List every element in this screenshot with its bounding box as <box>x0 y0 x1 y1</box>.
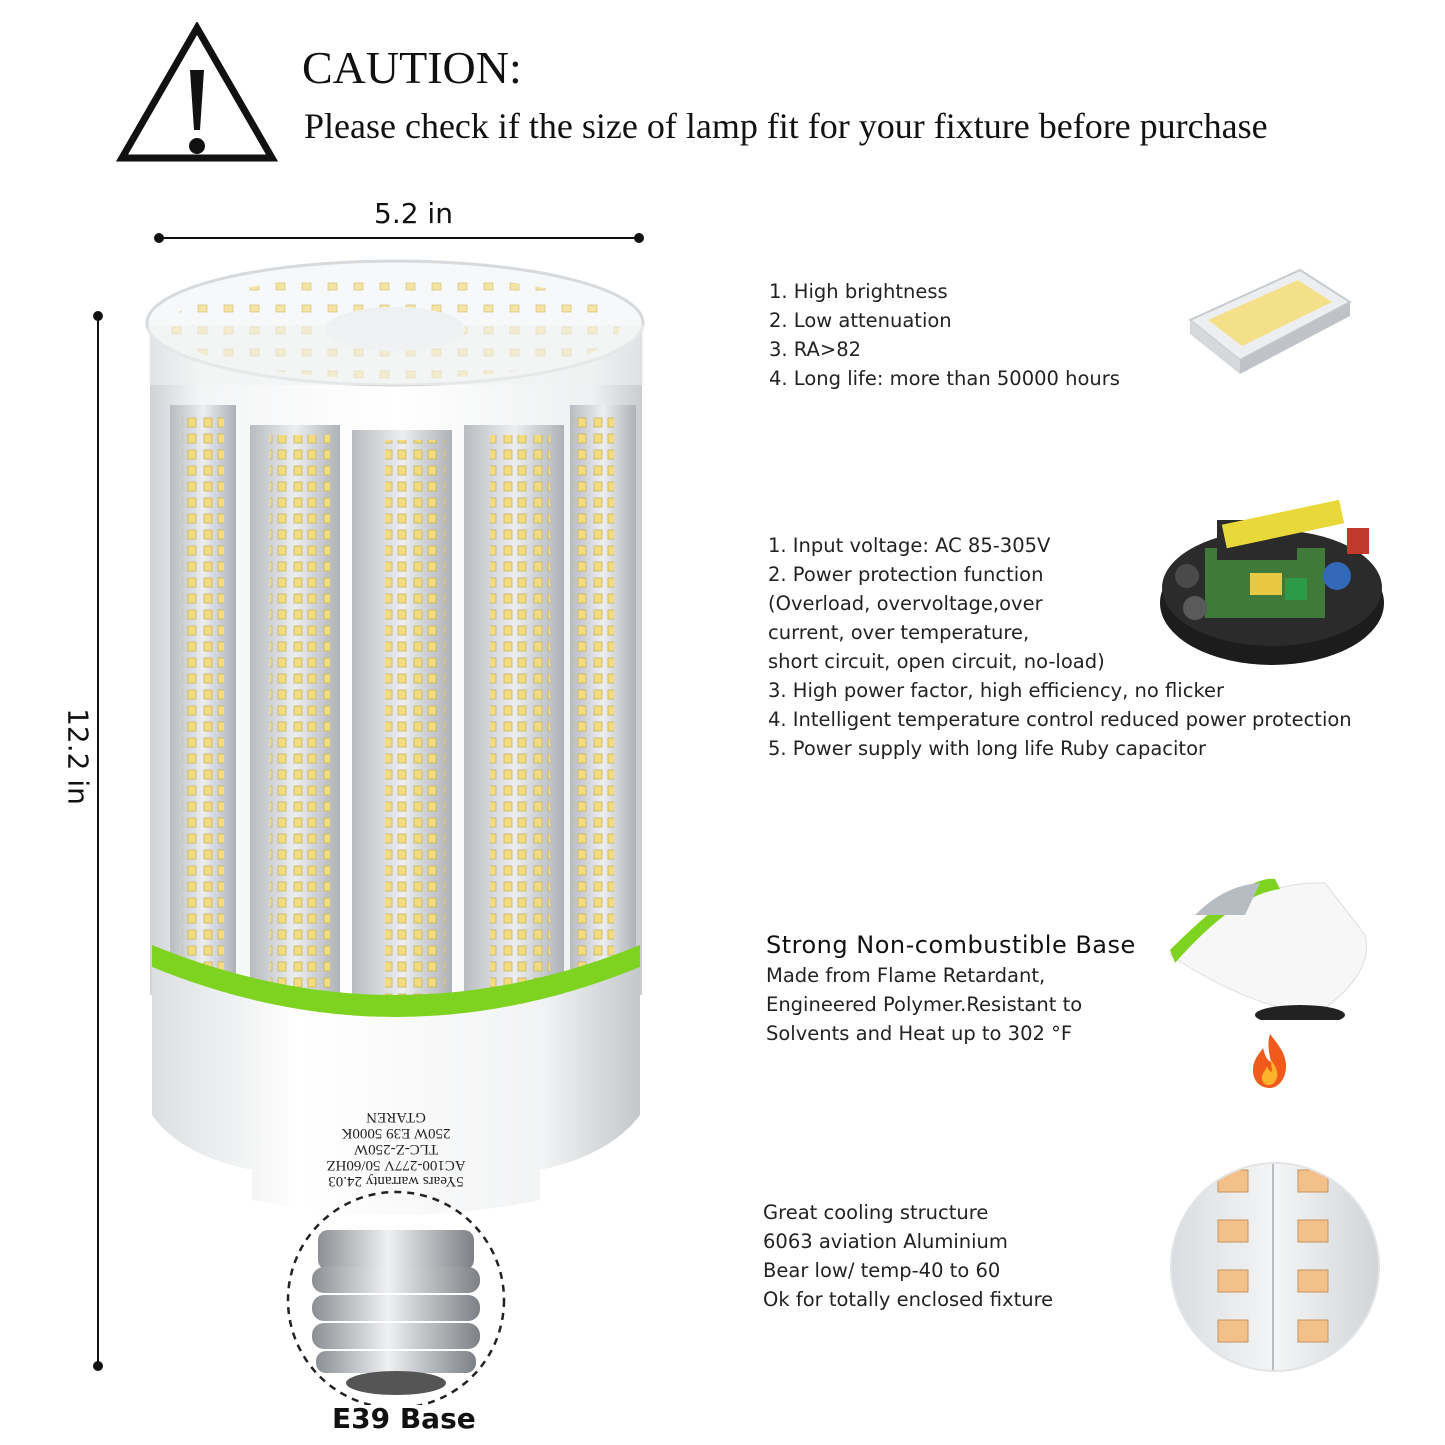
width-dimension-line <box>154 233 644 243</box>
height-dimension-label: 12.2 in <box>61 708 95 805</box>
feature-line: (Overload, overvoltage,over <box>768 592 1043 615</box>
feature-line: current, over temperature, <box>768 621 1030 644</box>
feature-line: 2. Power protection function <box>768 563 1044 586</box>
aluminium-strip-closeup-image <box>1170 1162 1380 1372</box>
width-dimension-label: 5.2 in <box>374 197 453 230</box>
feature-line: Made from Flame Retardant, <box>766 964 1046 987</box>
power-driver-board-image <box>1160 499 1384 665</box>
smd-led-chip-image <box>1188 268 1352 374</box>
base-print-line: GTAREN <box>366 1109 426 1125</box>
feature-line: Ok for totally enclosed fixture <box>763 1288 1054 1311</box>
feature-line: 1. High brightness <box>769 280 948 303</box>
warning-triangle-icon <box>116 22 278 162</box>
feature-line: 1. Input voltage: AC 85-305V <box>768 534 1051 557</box>
feature-line: 3. High power factor, high efficiency, n… <box>768 679 1225 702</box>
feature-line: 4. Long life: more than 50000 hours <box>769 367 1120 390</box>
feature-line: 5. Power supply with long life Ruby capa… <box>768 737 1207 760</box>
feature-line: Engineered Polymer.Resistant to <box>766 993 1083 1016</box>
led-features-list: 1. High brightness 2. Low attenuation 3.… <box>769 277 1120 393</box>
base-print-line: TLC-Z-250W <box>353 1141 438 1157</box>
driver-features-list: 1. Input voltage: AC 85-305V 2. Power pr… <box>768 531 1352 763</box>
corn-led-lamp-image: GTAREN 250W E39 5000K TLC-Z-250W AC100-2… <box>145 259 645 1405</box>
caution-title: CAUTION: <box>302 42 522 93</box>
feature-line: Bear low/ temp-40 to 60 <box>763 1259 1001 1282</box>
height-dimension-line <box>93 311 103 1371</box>
feature-line: short circuit, open circuit, no-load) <box>768 650 1105 673</box>
feature-line: 6063 aviation Aluminium <box>763 1230 1008 1253</box>
lamp-base-closeup-image <box>1169 878 1367 1020</box>
base-type-label: E39 Base <box>332 1402 476 1435</box>
cooling-features-list: Great cooling structure 6063 aviation Al… <box>763 1198 1053 1314</box>
base-print-line: AC100-277V 50/60HZ <box>326 1157 465 1173</box>
base-features-list: Strong Non-combustible Base Made from Fl… <box>766 929 1136 1048</box>
base-feature-title: Strong Non-combustible Base <box>766 931 1136 959</box>
base-print-line: 5Years warranty 24.03 <box>328 1173 464 1189</box>
feature-line: 4. Intelligent temperature control reduc… <box>768 708 1352 731</box>
feature-line: Great cooling structure <box>763 1201 989 1224</box>
base-print-line: 250W E39 5000K <box>341 1125 450 1141</box>
feature-line: 2. Low attenuation <box>769 309 952 332</box>
feature-line: 3. RA>82 <box>769 338 862 361</box>
flame-icon <box>1253 1034 1287 1088</box>
caution-message: Please check if the size of lamp fit for… <box>304 106 1268 146</box>
feature-line: Solvents and Heat up to 302 °F <box>766 1022 1073 1045</box>
